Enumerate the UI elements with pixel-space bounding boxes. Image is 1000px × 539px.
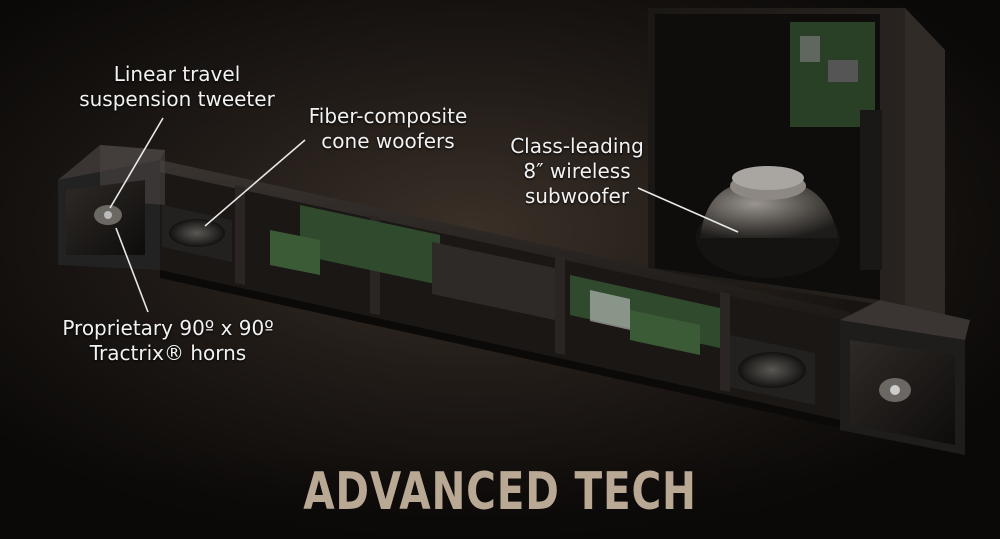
leader-line-tweeter — [109, 117, 164, 209]
leader-line-subwoofer — [637, 187, 739, 233]
right-horn-tweeter — [840, 300, 970, 455]
cone-woofer-left — [162, 205, 232, 262]
callout-subwoofer: Class-leading 8″ wireless subwoofer — [510, 134, 644, 208]
callout-tweeter: Linear travel suspension tweeter — [79, 62, 275, 111]
headline-shade — [0, 450, 1000, 539]
callout-woofers: Fiber-composite cone woofers — [308, 104, 468, 153]
center-enclosure — [432, 242, 555, 320]
callout-horns: Proprietary 90º x 90º Tractrix® horns — [62, 316, 274, 365]
headline-advanced-tech: ADVANCED TECH — [303, 462, 697, 522]
circuit-boards — [270, 205, 720, 355]
bass-port — [860, 110, 882, 270]
leader-line-woofers — [204, 139, 306, 227]
callout-leader-lines — [109, 117, 739, 313]
leader-line-horns — [115, 227, 149, 313]
subwoofer-driver — [696, 166, 840, 278]
cone-woofer-right — [730, 335, 815, 405]
left-horn-tweeter — [58, 145, 165, 270]
